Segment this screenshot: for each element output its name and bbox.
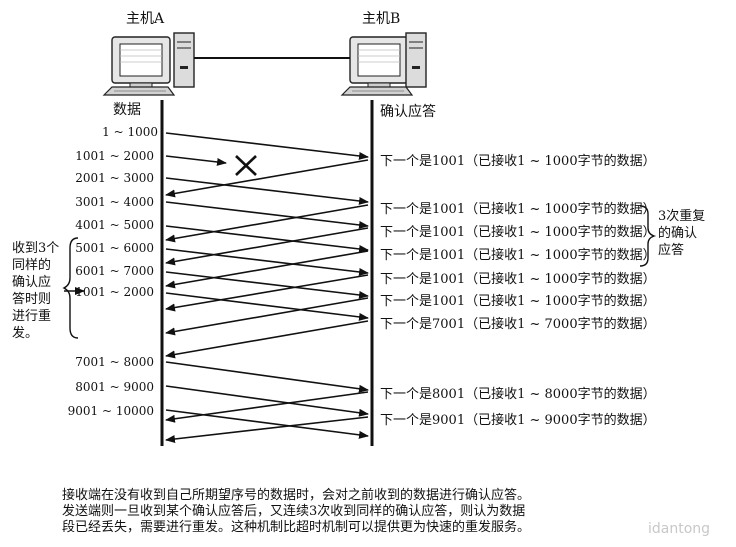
ack-arrow <box>165 297 369 336</box>
computer-a-icon <box>102 32 195 96</box>
data-arrow <box>165 248 369 276</box>
data-arrow <box>165 201 369 229</box>
data-column-header: 数据 <box>113 102 141 118</box>
caption-line: 接收端在没有收到自己所期望序号的数据时，会对之前收到的数据进行确认应答。 <box>62 488 531 503</box>
ack-label: 下一个是1001（已接收1 ~ 1000字节的数据） <box>380 202 656 217</box>
caption-line: 段已经丢失，需要进行重发。这种机制比超时机制可以提供更为快速的重发服务。 <box>62 520 531 535</box>
segment-label: 3001 ~ 4000 <box>75 195 154 209</box>
computer-b-icon <box>340 32 427 96</box>
data-arrow <box>165 361 369 393</box>
segment-label: 1 ~ 1000 <box>102 125 158 139</box>
data-arrow <box>165 225 369 253</box>
ack-label: 下一个是1001（已接收1 ~ 1000字节的数据） <box>380 294 656 309</box>
segment-label: 4001 ~ 5000 <box>75 218 154 232</box>
note-line: 答时则 <box>12 292 52 307</box>
data-arrow-lost <box>165 155 227 166</box>
ack-arrow <box>165 416 369 443</box>
ack-arrow <box>165 204 369 243</box>
segment-label: 5001 ~ 6000 <box>75 241 154 255</box>
packet-lost-x-icon <box>235 155 257 176</box>
data-arrow <box>165 385 369 417</box>
ack-label: 下一个是9001（已接收1 ~ 9000字节的数据） <box>380 413 656 428</box>
segment-label: 1001 ~ 2000 <box>75 149 154 163</box>
segment-label: 7001 ~ 8000 <box>75 355 154 369</box>
data-arrow <box>165 271 369 299</box>
ack-arrow <box>165 274 369 312</box>
segment-label: 9001 ~ 10000 <box>67 404 154 418</box>
ack-label: 下一个是1001（已接收1 ~ 1000字节的数据） <box>380 225 656 240</box>
watermark: idantong <box>648 521 711 537</box>
caption-line: 发送端则一旦收到某个确认应答后，又连续3次收到同样的确认应答，则认为数据 <box>62 504 526 519</box>
ack-label: 下一个是1001（已接收1 ~ 1000字节的数据） <box>380 272 656 287</box>
note-line: 进行重 <box>12 309 52 324</box>
ack-label: 下一个是8001（已接收1 ~ 8000字节的数据） <box>380 387 656 402</box>
ack-arrow <box>165 250 369 289</box>
segment-label: 2001 ~ 3000 <box>75 171 154 185</box>
note-line: 收到3个 <box>12 241 60 256</box>
data-arrow <box>165 132 369 160</box>
ack-column-header: 确认应答 <box>380 104 436 120</box>
segment-label: 1001 ~ 2000 <box>75 285 154 299</box>
retransmit-rule-note: 收到3个 同样的 确认应 答时则 进行重 发。 <box>12 240 68 342</box>
note-line: 确认应 <box>12 275 52 290</box>
ack-arrow <box>165 159 369 198</box>
host-b-label: 主机B <box>362 11 401 27</box>
note-line: 应答 <box>658 243 685 258</box>
ack-arrow <box>165 320 369 359</box>
segment-label: 8001 ~ 9000 <box>75 380 154 394</box>
note-line: 3次重复 <box>658 209 706 224</box>
left-note-brace <box>62 237 79 339</box>
segment-label: 6001 ~ 7000 <box>75 264 154 278</box>
ack-arrow <box>165 391 369 423</box>
ack-arrows <box>165 159 369 443</box>
data-arrow <box>165 409 369 439</box>
ack-arrow <box>165 227 369 266</box>
note-line: 发。 <box>12 326 39 341</box>
ack-label: 下一个是7001（已接收1 ~ 7000字节的数据） <box>380 317 656 332</box>
data-arrows <box>165 132 369 439</box>
ack-label: 下一个是1001（已接收1 ~ 1000字节的数据） <box>380 248 656 263</box>
note-line: 的确认 <box>658 226 698 241</box>
duplicate-ack-note: 3次重复 的确认 应答 <box>658 208 728 259</box>
ack-label: 下一个是1001（已接收1 ~ 1000字节的数据） <box>380 154 656 169</box>
data-arrow-retransmit <box>165 292 369 321</box>
footer-caption: 接收端在没有收到自己所期望序号的数据时，会对之前收到的数据进行确认应答。 发送端… <box>62 488 682 536</box>
data-arrow <box>165 177 369 205</box>
duplicate-ack-brace <box>639 205 657 267</box>
note-line: 同样的 <box>12 258 52 273</box>
host-a-label: 主机A <box>126 11 165 27</box>
